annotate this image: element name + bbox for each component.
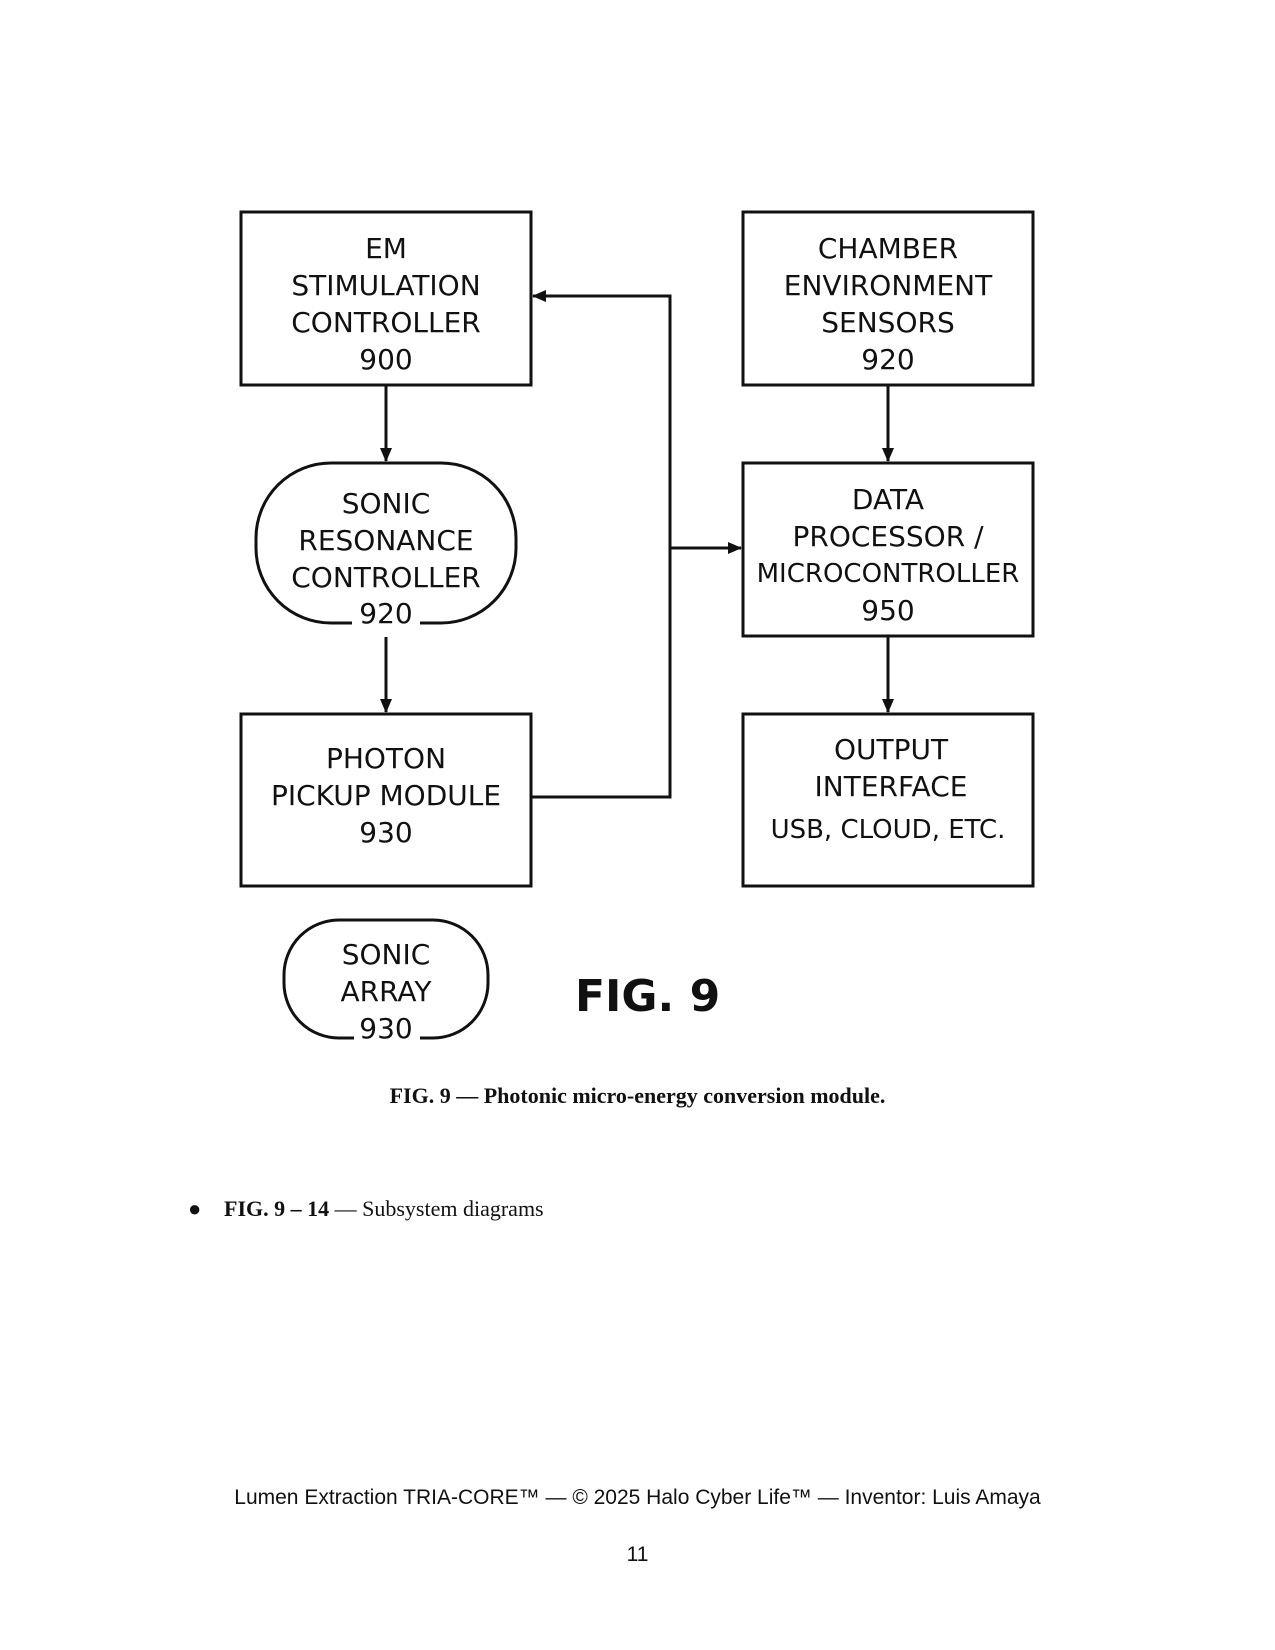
page-number: 11 <box>626 1543 649 1566</box>
sonic-array-label-line-1: SONIC <box>342 938 431 971</box>
sensors-ref-number: 920 <box>861 343 914 376</box>
feedback-path-photon-to-em <box>531 290 672 799</box>
sonic-array-block: SONIC ARRAY 930 <box>282 918 490 1045</box>
output-label-line-2: INTERFACE <box>815 770 968 803</box>
page-footer: Lumen Extraction TRIA-CORE™ — © 2025 Hal… <box>234 1486 1041 1509</box>
photon-label-line-2: PICKUP MODULE <box>271 779 501 812</box>
em-ref-number: 900 <box>359 343 412 376</box>
processor-ref-number: 950 <box>861 594 914 627</box>
figure-label: FIG. 9 <box>575 971 720 1022</box>
sensors-label-line-2: ENVIRONMENT <box>784 269 993 302</box>
sonic-array-label-line-2: ARRAY <box>340 975 432 1008</box>
chamber-environment-sensors-block: CHAMBER ENVIRONMENT SENSORS 920 <box>741 210 1035 387</box>
bullet-item: ● FIG. 9 – 14 — Subsystem diagrams <box>188 1196 544 1222</box>
processor-label-line-1: DATA <box>852 483 924 516</box>
processor-label-line-2: PROCESSOR / <box>793 520 985 553</box>
processor-label-line-3: MICROCONTROLLER <box>757 559 1020 589</box>
output-interface-block: OUTPUT INTERFACE USB, CLOUD, ETC. <box>741 712 1035 888</box>
bullet-symbol: ● <box>188 1196 202 1221</box>
output-label-line-3: USB, CLOUD, ETC. <box>771 815 1006 845</box>
sonic-resonance-label-line-3: CONTROLLER <box>291 561 480 594</box>
em-label-line-2: STIMULATION <box>291 269 480 302</box>
data-processor-block: DATA PROCESSOR / MICROCONTROLLER 950 <box>741 461 1035 638</box>
sonic-resonance-label-line-2: RESONANCE <box>298 524 473 557</box>
bullet-bold-text: FIG. 9 – 14 <box>224 1196 330 1221</box>
sonic-resonance-label-line-1: SONIC <box>342 487 431 520</box>
sonic-resonance-controller-block: SONIC RESONANCE CONTROLLER 920 <box>254 461 518 630</box>
em-label-line-1: EM <box>365 232 407 265</box>
figure-caption: FIG. 9 — Photonic micro-energy conversio… <box>389 1083 886 1108</box>
photon-ref-number: 930 <box>359 816 412 849</box>
em-stimulation-controller-block: EM STIMULATION CONTROLLER 900 <box>239 210 533 387</box>
photon-label-line-1: PHOTON <box>326 742 446 775</box>
sonic-array-ref-number: 930 <box>359 1012 412 1045</box>
sensors-label-line-3: SENSORS <box>821 306 954 339</box>
sensors-label-line-1: CHAMBER <box>818 232 958 265</box>
output-label-line-1: OUTPUT <box>834 733 949 766</box>
em-label-line-3: CONTROLLER <box>291 306 480 339</box>
photon-pickup-module-block: PHOTON PICKUP MODULE 930 <box>239 712 533 888</box>
bullet-text: — Subsystem diagrams <box>329 1196 544 1221</box>
sonic-resonance-ref-number: 920 <box>359 597 412 630</box>
block-diagram: EM STIMULATION CONTROLLER 900 CHAMBER EN… <box>239 210 1035 1045</box>
